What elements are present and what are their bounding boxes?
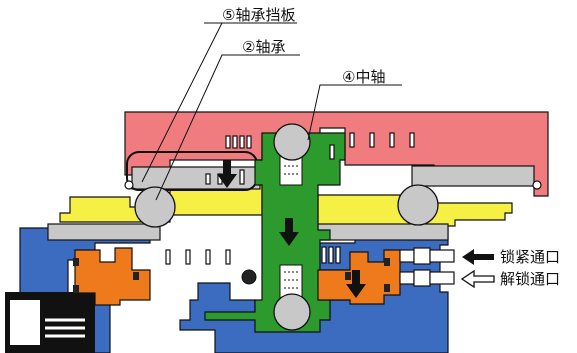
unlock-port-arrow-icon [460,269,495,289]
bearing-ball [273,293,311,331]
bearing-ball [273,123,311,161]
piston-left [74,247,151,306]
arrow-down-icon [217,160,366,298]
label-bearing: ②轴承 [242,38,285,56]
label-center-shaft: ④中轴 [342,68,385,86]
bearing-ball [397,184,439,226]
bearing-retainer-plate-right [411,165,535,187]
bearing-ball [134,186,176,228]
label-bearing-retainer: ⑤轴承挡板 [222,6,295,24]
label-unlock-port: 解锁通口 [500,270,560,288]
lock-port-arrow-icon [462,249,494,265]
label-lock-port: 锁紧通口 [500,248,560,266]
center-shaft [204,132,346,333]
